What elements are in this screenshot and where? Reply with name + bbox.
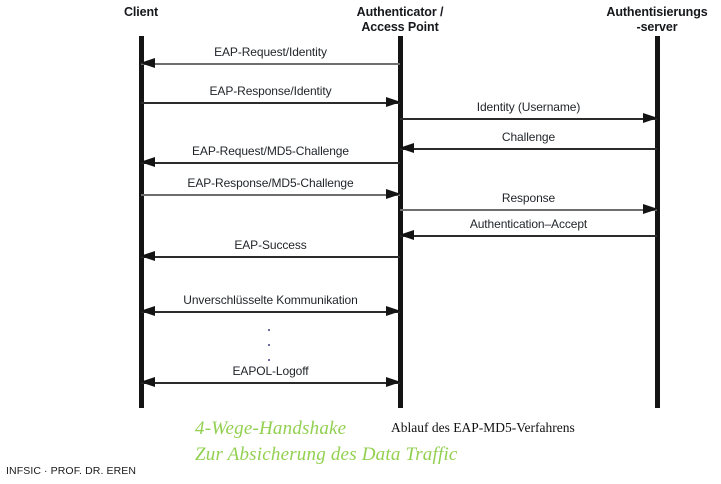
message-label-response: Response [501,191,556,205]
lifeline-label-authenticator: Authenticator / Access Point [356,5,444,34]
message-line [400,209,657,211]
arrowhead-left-icon [140,250,155,261]
message-label-eapol-logoff: EAPOL-Logoff [232,364,309,378]
arrowhead-left-icon [140,376,155,387]
message-label-eap-request-identity: EAP-Request/Identity [214,45,327,59]
arrowhead-right-icon [386,305,401,316]
message-line [141,382,400,384]
message-label-eap-response-identity: EAP-Response/Identity [209,84,332,98]
lifeline-client [138,36,144,408]
arrowhead-right-icon [386,96,401,107]
message-label-eap-success: EAP-Success [234,238,307,252]
arrowhead-right-icon [643,112,658,123]
ellipsis-dot-3 [268,359,270,361]
arrowhead-left-icon [399,142,414,153]
caption-handshake-line-1: 4-Wege-Handshake [195,418,347,439]
message-label-eap-response-md5-challenge: EAP-Response/MD5-Challenge [187,176,354,190]
lifeline-authentication-server [654,36,660,408]
message-line [400,148,657,150]
arrowhead-left-icon [399,229,414,240]
ellipsis-dot-2 [268,344,270,346]
lifeline-label-authentication-server: Authentisierungs -server [606,5,708,34]
message-label-challenge: Challenge [501,130,556,144]
arrowhead-left-icon [140,57,155,68]
arrowhead-left-icon [140,156,155,167]
caption-handshake-line-2: Zur Absicherung des Data Traffic [195,444,458,465]
message-label-authentication-accept: Authentication–Accept [469,217,588,231]
message-line [141,162,400,164]
message-line [141,63,400,65]
message-line [141,102,400,104]
message-label-identity-username: Identity (Username) [476,100,581,114]
footer-credit: INFSIC · PROF. DR. EREN [6,465,137,477]
arrowhead-left-icon [140,305,155,316]
message-line [141,194,400,196]
lifeline-authenticator [397,36,403,408]
message-line [141,311,400,313]
message-line [400,235,657,237]
caption-diagram-title: Ablauf des EAP-MD5-Verfahrens [391,420,575,435]
lifeline-label-client: Client [123,5,159,19]
message-label-eap-request-md5-challenge: EAP-Request/MD5-Challenge [192,144,349,158]
message-line [400,118,657,120]
message-label-unverschluesselte-kommunikation: Unverschlüsselte Kommunikation [183,293,358,307]
arrowhead-right-icon [643,203,658,214]
message-line [141,256,400,258]
ellipsis-dot-1 [268,329,270,331]
arrowhead-right-icon [386,188,401,199]
arrowhead-right-icon [386,376,401,387]
